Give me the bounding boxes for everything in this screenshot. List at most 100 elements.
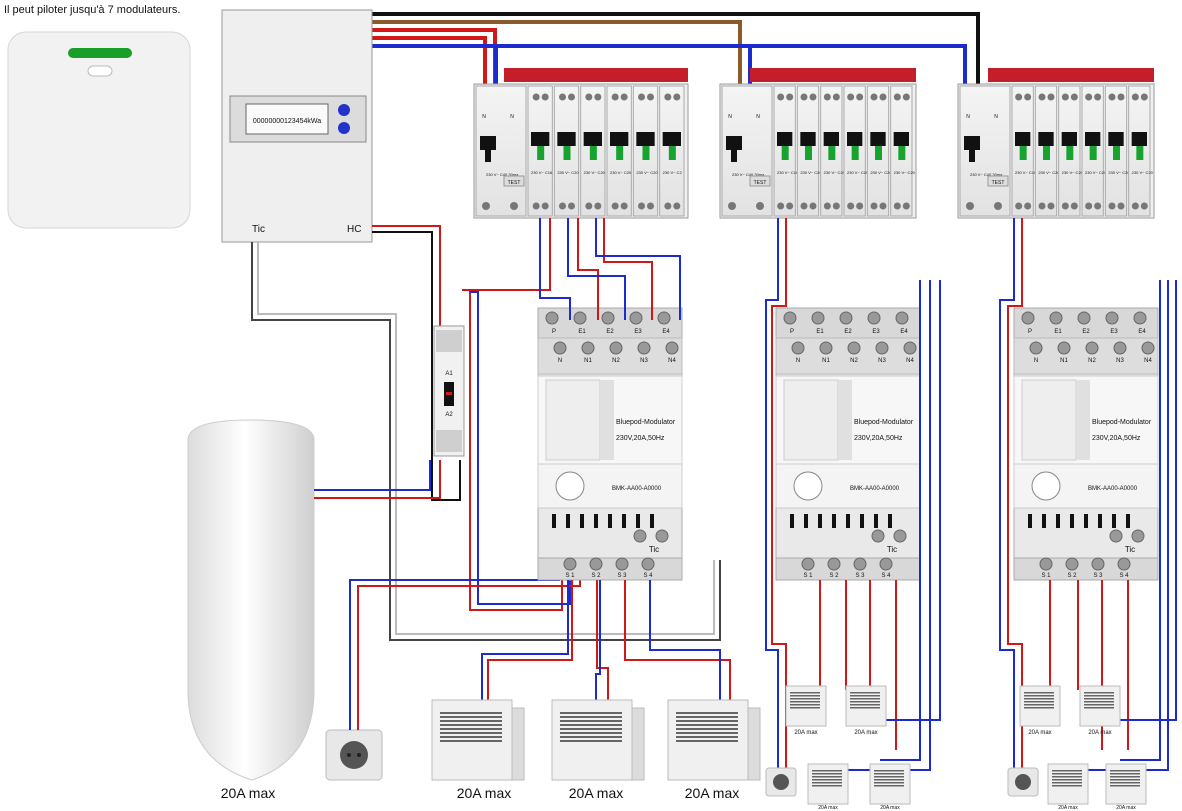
modulator-button[interactable]: [1031, 471, 1061, 501]
neutral-screw: [1113, 341, 1127, 355]
neutral-label-n: N: [1034, 358, 1038, 364]
output-label-1: S 1: [565, 573, 575, 579]
breaker-lever[interactable]: [1043, 146, 1050, 160]
input-label-e1: E1: [816, 329, 824, 335]
radiator-1: [431, 699, 525, 781]
circuit-breaker-5: 230 V~ C20: [1104, 85, 1130, 217]
breaker-lever[interactable]: [781, 146, 789, 160]
input-label-e4: E4: [1138, 329, 1146, 335]
small-load-label: 20A max: [794, 730, 817, 736]
small-load-label: 20A max: [880, 805, 900, 811]
breaker-lever[interactable]: [851, 146, 859, 160]
input-screw: [1133, 311, 1147, 325]
radiator-3: [667, 699, 761, 781]
breaker-lever[interactable]: [616, 146, 624, 160]
input-screw: [1021, 311, 1035, 325]
test-button[interactable]: [503, 175, 525, 187]
modulator-button[interactable]: [555, 471, 585, 501]
output-label-2: S 2: [1067, 573, 1077, 579]
breaker-lever[interactable]: [589, 146, 597, 160]
terminal-n-label: N: [510, 114, 514, 120]
breaker-lever[interactable]: [1019, 146, 1027, 160]
meter-button-1[interactable]: [338, 104, 350, 116]
input-label-e3: E3: [634, 329, 642, 335]
breaker-lever[interactable]: [898, 146, 906, 160]
breaker-rating: 230 V~ C20: [1085, 170, 1107, 175]
breaker-lever[interactable]: [1113, 146, 1120, 160]
small-load-label: 20A max: [1088, 730, 1111, 736]
small-load-label: 20A max: [1058, 805, 1078, 811]
small-radiator-1: 20A max: [785, 685, 827, 736]
circuit-breaker-3: 230 V~ C20: [580, 85, 606, 217]
small-load-label: 20A max: [818, 805, 838, 811]
breaker-lever[interactable]: [668, 146, 676, 160]
small-radiator-4: 20A max: [869, 763, 911, 811]
breaker-lever[interactable]: [828, 146, 836, 160]
breaker-lever[interactable]: [1136, 146, 1144, 160]
receiver-button[interactable]: [87, 65, 113, 77]
input-screw: [839, 311, 853, 325]
breaker-rating: 230 V~ C20: [824, 170, 846, 175]
neutral-screw: [791, 341, 805, 355]
small-radiator-3: 20A max: [807, 763, 849, 811]
input-screw: [1077, 311, 1091, 325]
breaker-rating: 230 V~ C16: [531, 170, 553, 175]
small-radiator-2: 20A max: [845, 685, 887, 736]
breaker-rating: 230 V~ C16: [1015, 170, 1037, 175]
load-label-radiator-3: 20A max: [685, 785, 739, 801]
test-button[interactable]: [749, 175, 771, 187]
contactor: A1 A2: [433, 325, 465, 457]
diff-rating: 230 V~ C40 30ma: [970, 172, 1003, 177]
neutral-label-n3: N3: [878, 358, 886, 364]
output-screw: [1065, 557, 1079, 571]
breaker-rating: 230 V~ C20: [636, 170, 658, 175]
breaker-lever[interactable]: [1089, 146, 1097, 160]
input-screw: [601, 311, 615, 325]
input-screw: [895, 311, 909, 325]
diff-lever[interactable]: [480, 136, 496, 150]
modulator-ref: BMK-AA00-A0000: [612, 486, 662, 492]
input-label-e1: E1: [578, 329, 586, 335]
output-screw: [1039, 557, 1053, 571]
input-label-e2: E2: [1082, 329, 1090, 335]
circuit-breaker-4: 230 V~ C20: [606, 85, 632, 217]
diff-lever[interactable]: [964, 136, 980, 150]
breaker-lever[interactable]: [805, 146, 812, 160]
breaker-lever[interactable]: [537, 146, 545, 160]
output-label-3: S 3: [1093, 573, 1103, 579]
breaker-lever[interactable]: [642, 146, 650, 160]
neutral-label-n1: N1: [584, 358, 592, 364]
terminal-n-label: N: [482, 114, 486, 120]
output-screw: [641, 557, 655, 571]
circuit-breaker-1: 230 V~ C16: [527, 85, 553, 217]
electricity-meter: 00000000123454kWa Tic HC: [221, 9, 373, 243]
breaker-lever[interactable]: [1066, 146, 1074, 160]
small-radiator-6: 20A max: [1079, 685, 1121, 736]
breaker-lever[interactable]: [875, 146, 882, 160]
diff-lever[interactable]: [726, 136, 742, 150]
terminal-n-label: N: [994, 114, 998, 120]
input-label-e2: E2: [844, 329, 852, 335]
modulator-name: Bluepod-Modulator: [854, 419, 914, 426]
input-label-e1: E1: [1054, 329, 1062, 335]
input-label-e2: E2: [606, 329, 614, 335]
neutral-screw: [1085, 341, 1099, 355]
circuit-breaker-2: 230 V~ C20: [796, 85, 822, 217]
breaker-lever[interactable]: [563, 146, 571, 160]
breaker-rating: 230 V~ C20: [800, 170, 822, 175]
input-screw: [783, 311, 797, 325]
test-button[interactable]: [987, 175, 1009, 187]
modulator-rating: 230V,20A,50Hz: [854, 435, 903, 442]
neutral-screw: [819, 341, 833, 355]
test-label: TEST: [754, 180, 767, 186]
modulator-button[interactable]: [793, 471, 823, 501]
output-label-4: S 4: [881, 573, 891, 579]
meter-button-2[interactable]: [338, 122, 350, 134]
panel1-load-wires: [470, 218, 731, 700]
input-screw: [1049, 311, 1063, 325]
modulator-ref: BMK-AA00-A0000: [1088, 486, 1138, 492]
